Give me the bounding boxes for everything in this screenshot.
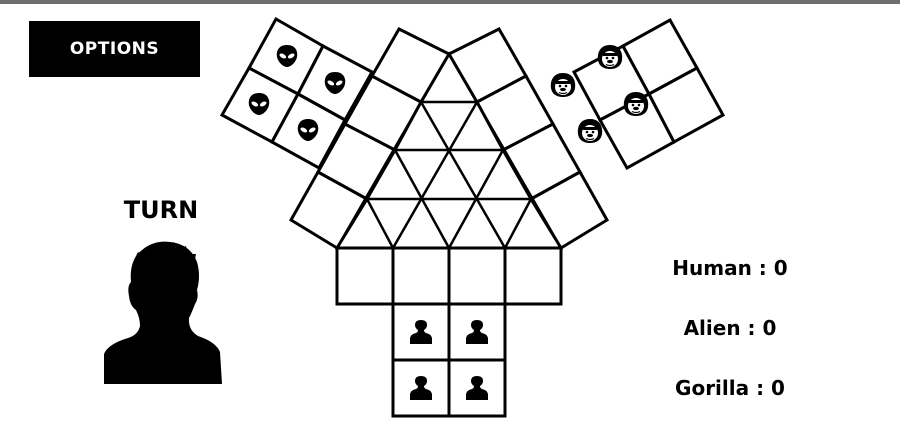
gorilla-home (571, 17, 726, 171)
triangle-grid[interactable] (334, 51, 564, 250)
gorilla-piece-icon[interactable] (577, 118, 603, 144)
turn-label: TURN (123, 196, 199, 224)
turn-human-avatar-icon (104, 241, 222, 384)
human-home (391, 302, 507, 418)
options-button[interactable]: OPTIONS (29, 21, 200, 77)
score-alien: Alien : 0 (683, 316, 777, 340)
gorilla-piece-icon[interactable] (623, 91, 649, 117)
gorilla-piece-icon[interactable] (550, 72, 576, 98)
score-gorilla: Gorilla : 0 (675, 376, 785, 400)
top-bar (0, 0, 900, 4)
gorilla-piece-icon[interactable] (597, 44, 623, 70)
score-human: Human : 0 (672, 256, 788, 280)
